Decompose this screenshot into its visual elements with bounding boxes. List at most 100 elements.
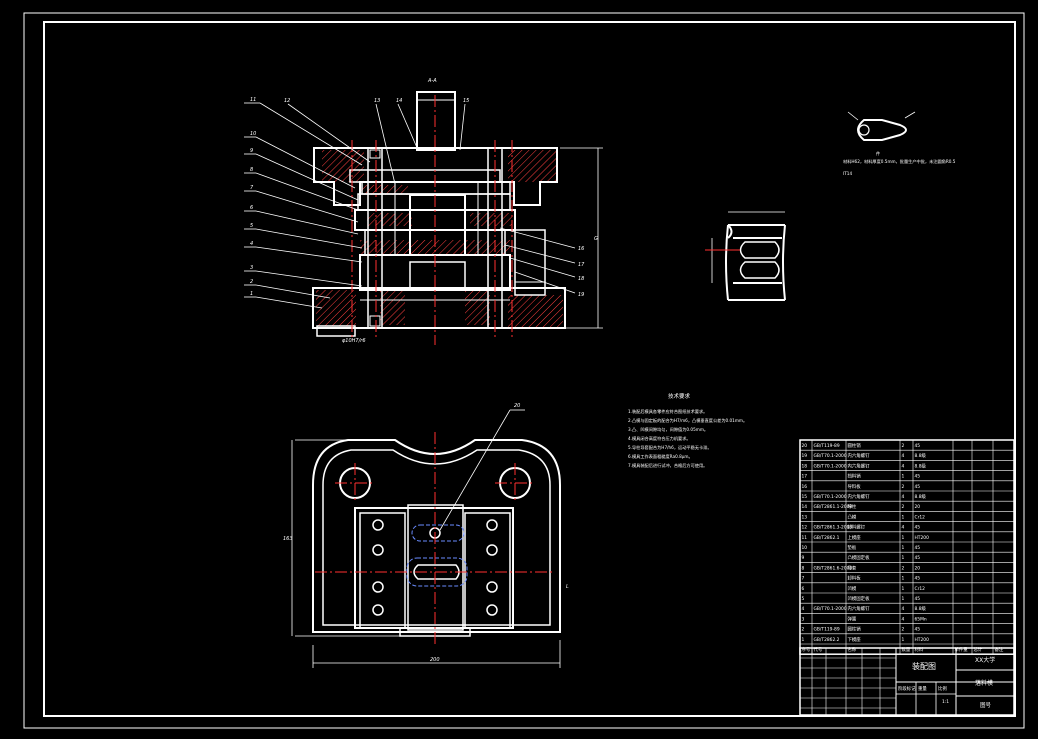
tech-notes: 1.装配后模具各零件应符合图纸技术要求。 2.凸模与固定板的配合为H7/m6，凸… <box>628 408 747 469</box>
bom-cell-mat: 20 <box>915 504 921 510</box>
bom-cell-mat: 8.8级 <box>915 493 927 500</box>
svg-text:17: 17 <box>578 262 585 268</box>
svg-text:7: 7 <box>250 185 254 191</box>
svg-text:5: 5 <box>250 223 253 229</box>
bom-cell-qty: 1 <box>902 555 905 561</box>
leader-labels-top: 12 13 14 15 <box>284 98 469 104</box>
strip-dims <box>708 211 785 283</box>
bom-cell-no: 9 <box>802 555 805 561</box>
height-dim-label: G <box>594 236 598 242</box>
bom-cell-mat: HT200 <box>915 637 930 643</box>
bom-frame <box>799 439 1015 655</box>
leader-labels-right: 16 17 18 19 <box>578 246 585 298</box>
bom-cell-no: 4 <box>802 606 805 612</box>
bom-cell-name: 下模座 <box>848 636 862 643</box>
title-sheet-label: 图号 <box>980 701 992 709</box>
bom-cell-name: 卸料螺钉 <box>848 524 866 531</box>
base-note: φ10H7/r6 <box>342 338 366 344</box>
bom-cell-name: 凹模 <box>848 585 857 592</box>
svg-text:7.模具装配后进行试冲，合格后方可使用。: 7.模具装配后进行试冲，合格后方可使用。 <box>628 462 707 469</box>
svg-text:4: 4 <box>250 241 253 247</box>
svg-text:5.导柱导套配合为H7/h6，运动平稳无卡滞。: 5.导柱导套配合为H7/h6，运动平稳无卡滞。 <box>628 444 712 451</box>
bom-cell-mat: 45 <box>915 576 921 582</box>
svg-text:10: 10 <box>250 131 256 137</box>
svg-text:6: 6 <box>250 205 253 211</box>
bom-cell-mat: 45 <box>915 555 921 561</box>
svg-text:9: 9 <box>250 148 253 154</box>
bom-cell-mat: 45 <box>915 484 921 490</box>
bom-cell-qty: 1 <box>902 545 905 551</box>
bom-cell-qty: 2 <box>902 504 905 510</box>
bom-cell-no: 5 <box>802 596 805 602</box>
bom-header-mat: 材料 <box>915 646 924 653</box>
svg-text:4.模具闭合高度符合压力机要求。: 4.模具闭合高度符合压力机要求。 <box>628 435 691 442</box>
bom-cell-no: 19 <box>802 453 808 459</box>
svg-text:15: 15 <box>463 98 469 104</box>
bom-cell-mat: 8.8级 <box>915 452 927 459</box>
bom-cell-name: 内六角螺钉 <box>848 462 871 469</box>
part-detail <box>857 119 907 141</box>
bom-cell-mat: Cr12 <box>915 514 926 520</box>
bom-cell-mat: 45 <box>915 545 921 551</box>
bom-cell-mat: 45 <box>915 596 921 602</box>
bom-cell-name: 内六角螺钉 <box>848 452 871 459</box>
bom-cell-qty: 1 <box>902 576 905 582</box>
svg-text:16: 16 <box>578 246 584 252</box>
svg-text:11: 11 <box>250 97 256 103</box>
section-center-lines <box>351 95 513 345</box>
bom-cell-no: 11 <box>802 535 808 541</box>
plan-dimensions <box>291 409 561 668</box>
title-scale-value: 1:1 <box>942 699 949 705</box>
leaders-top <box>287 103 466 185</box>
plan-height-dim: 163 <box>283 536 293 542</box>
plan-width-dim: 200 <box>430 657 440 663</box>
height-dimension <box>560 147 603 329</box>
bom-header-weight: 单件重 <box>955 646 969 653</box>
svg-text:2: 2 <box>250 279 253 285</box>
bom-cell-mat: 45 <box>915 525 921 531</box>
bom-cell-name: 上模座 <box>848 534 862 541</box>
bom-cell-mat: 45 <box>915 474 921 480</box>
bom-cell-no: 20 <box>802 443 808 449</box>
plan-view <box>312 439 561 637</box>
bom-header-total: 总计 <box>974 646 983 653</box>
bom-cell-qty: 1 <box>902 637 905 643</box>
bom-cell-name: 弹簧 <box>848 615 857 622</box>
bom-cell-no: 15 <box>802 494 808 500</box>
title-right-label: 落料模 <box>975 679 993 687</box>
bom-cell-qty: 4 <box>902 494 905 500</box>
title-weight-label: 重量 <box>918 685 927 692</box>
bom-cell-name: 垫板 <box>848 544 857 551</box>
bom-cell-code: GB/T70.1-2000 <box>814 606 847 612</box>
svg-text:1: 1 <box>250 291 253 297</box>
inner-frame <box>43 21 1016 717</box>
leaders-right <box>499 227 576 294</box>
bom-header-code: 代号 <box>814 646 823 653</box>
bom-cell-code: GB/T2861.1-2008 <box>814 504 853 510</box>
bom-cell-code: GB/T2861.6-2008 <box>814 565 853 571</box>
strip-layout <box>725 224 786 301</box>
bom-cell-qty: 4 <box>902 616 905 622</box>
bom-cell-code: GB/T70.1-2000 <box>814 494 847 500</box>
bom-header-name: 名称 <box>848 646 857 653</box>
detail-note-1: 材料H62，材料厚度0.5mm，批量生产中批，未注圆角R0.5 <box>843 158 956 165</box>
bom-cell-name: 导套 <box>848 564 857 571</box>
svg-text:1.装配后模具各零件应符合图纸技术要求。: 1.装配后模具各零件应符合图纸技术要求。 <box>628 408 707 415</box>
bom-cell-name: 导料板 <box>848 483 862 490</box>
bom-cell-code: GB/T70.1-2000 <box>814 463 847 469</box>
bom-header-qty: 数量 <box>902 646 911 653</box>
bom-cell-no: 1 <box>802 637 805 643</box>
bom-cell-qty: 1 <box>902 474 905 480</box>
svg-text:12: 12 <box>284 98 290 104</box>
svg-text:3.凸、凹模间隙均匀，间隙值为0.05mm。: 3.凸、凹模间隙均匀，间隙值为0.05mm。 <box>628 426 708 433</box>
bom-cell-no: 2 <box>802 627 805 633</box>
bom-cell-qty: 1 <box>902 596 905 602</box>
section-label: A-A <box>427 78 437 84</box>
svg-text:6.模具工作表面粗糙度Ra0.8μm。: 6.模具工作表面粗糙度Ra0.8μm。 <box>628 453 693 460</box>
bom-cell-qty: 2 <box>902 484 905 490</box>
bom-cell-no: 14 <box>802 504 808 510</box>
leader-labels-left: 11 10 9 8 7 6 5 4 3 2 1 <box>250 97 256 297</box>
title-drawing-name: 装配图 <box>912 661 936 671</box>
